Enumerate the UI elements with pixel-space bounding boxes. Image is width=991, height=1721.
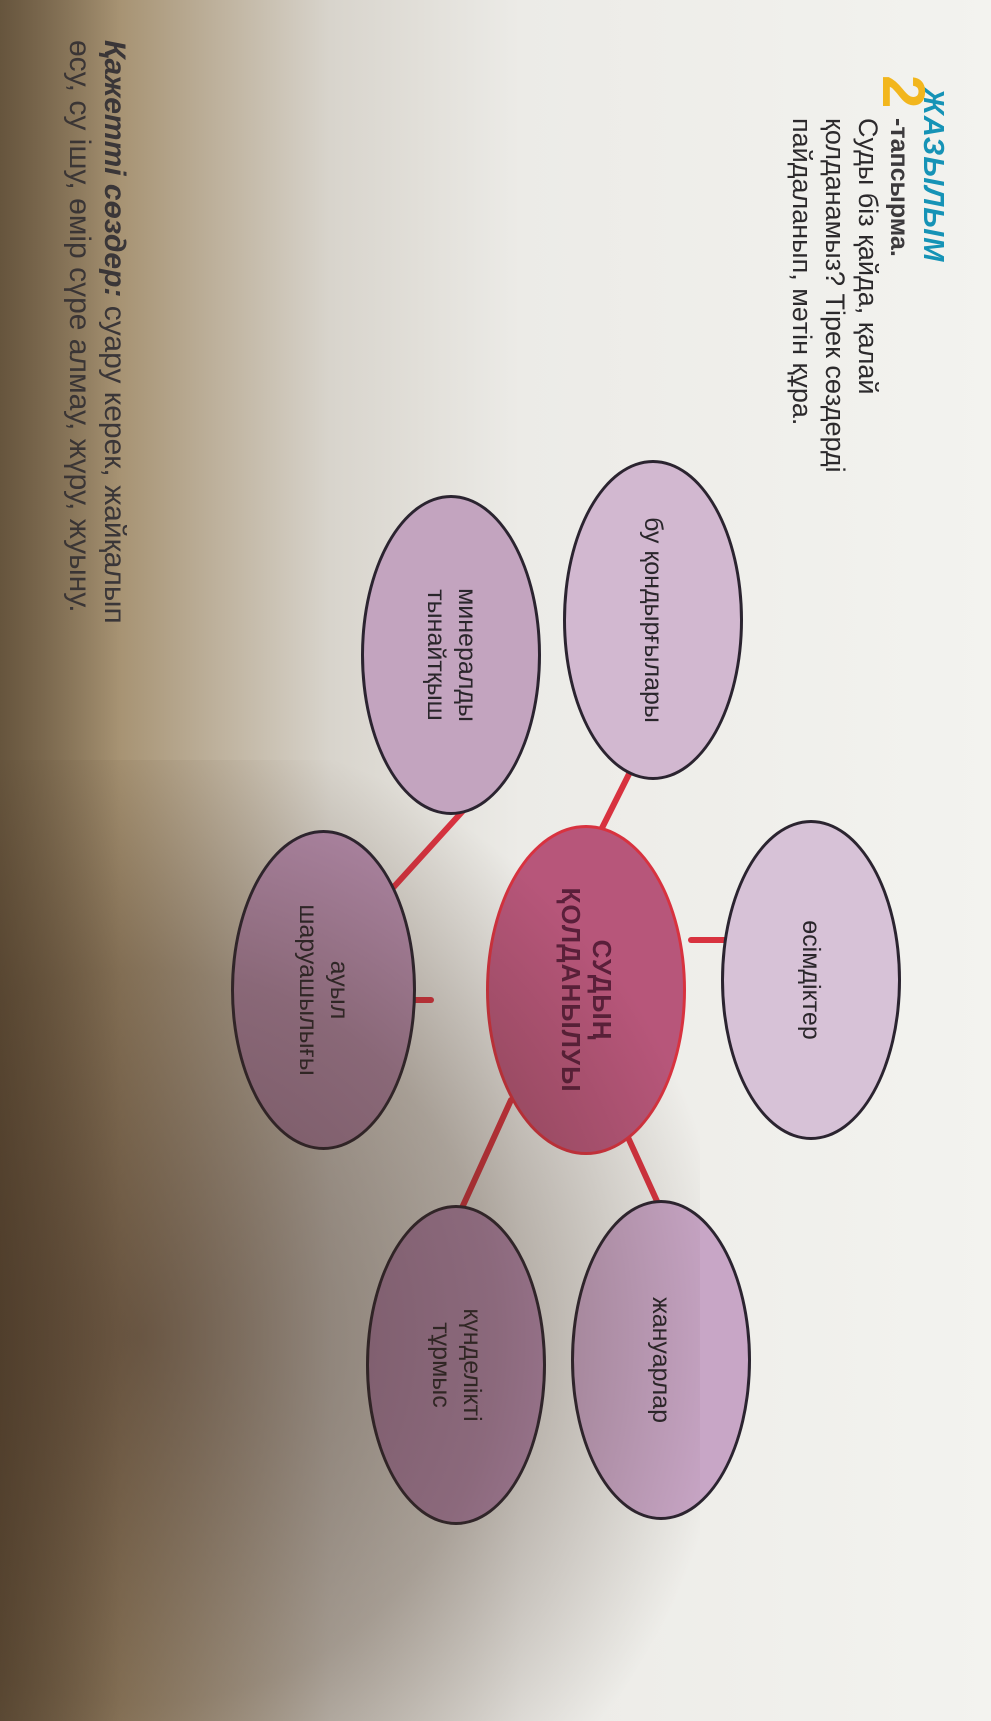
node-center: СУДЫҢ ҚОЛДАНЫЛУЫ [486,825,686,1155]
keywords-line-1: Қажетті сөздер: суару керек, жайқалып [97,40,131,624]
node-farm: ауыл шаруашылығы [231,830,416,1150]
node-daily: күнделікті тұрмыс [366,1205,546,1525]
node-animals: жануарлар [571,1200,751,1520]
node-mineral: минералды тынайтқыш [361,495,541,815]
keywords-line-2: өсу, су ішу, өмір сүре алмау, жүру, жуын… [63,40,96,613]
keywords-label: Қажетті сөздер: [98,40,131,298]
node-steam: бу қондырғылары [563,460,743,780]
connector-daily [458,1097,514,1213]
keywords-text-1: суару керек, жайқалып [98,297,131,624]
node-plants: өсімдіктер [721,820,901,1140]
